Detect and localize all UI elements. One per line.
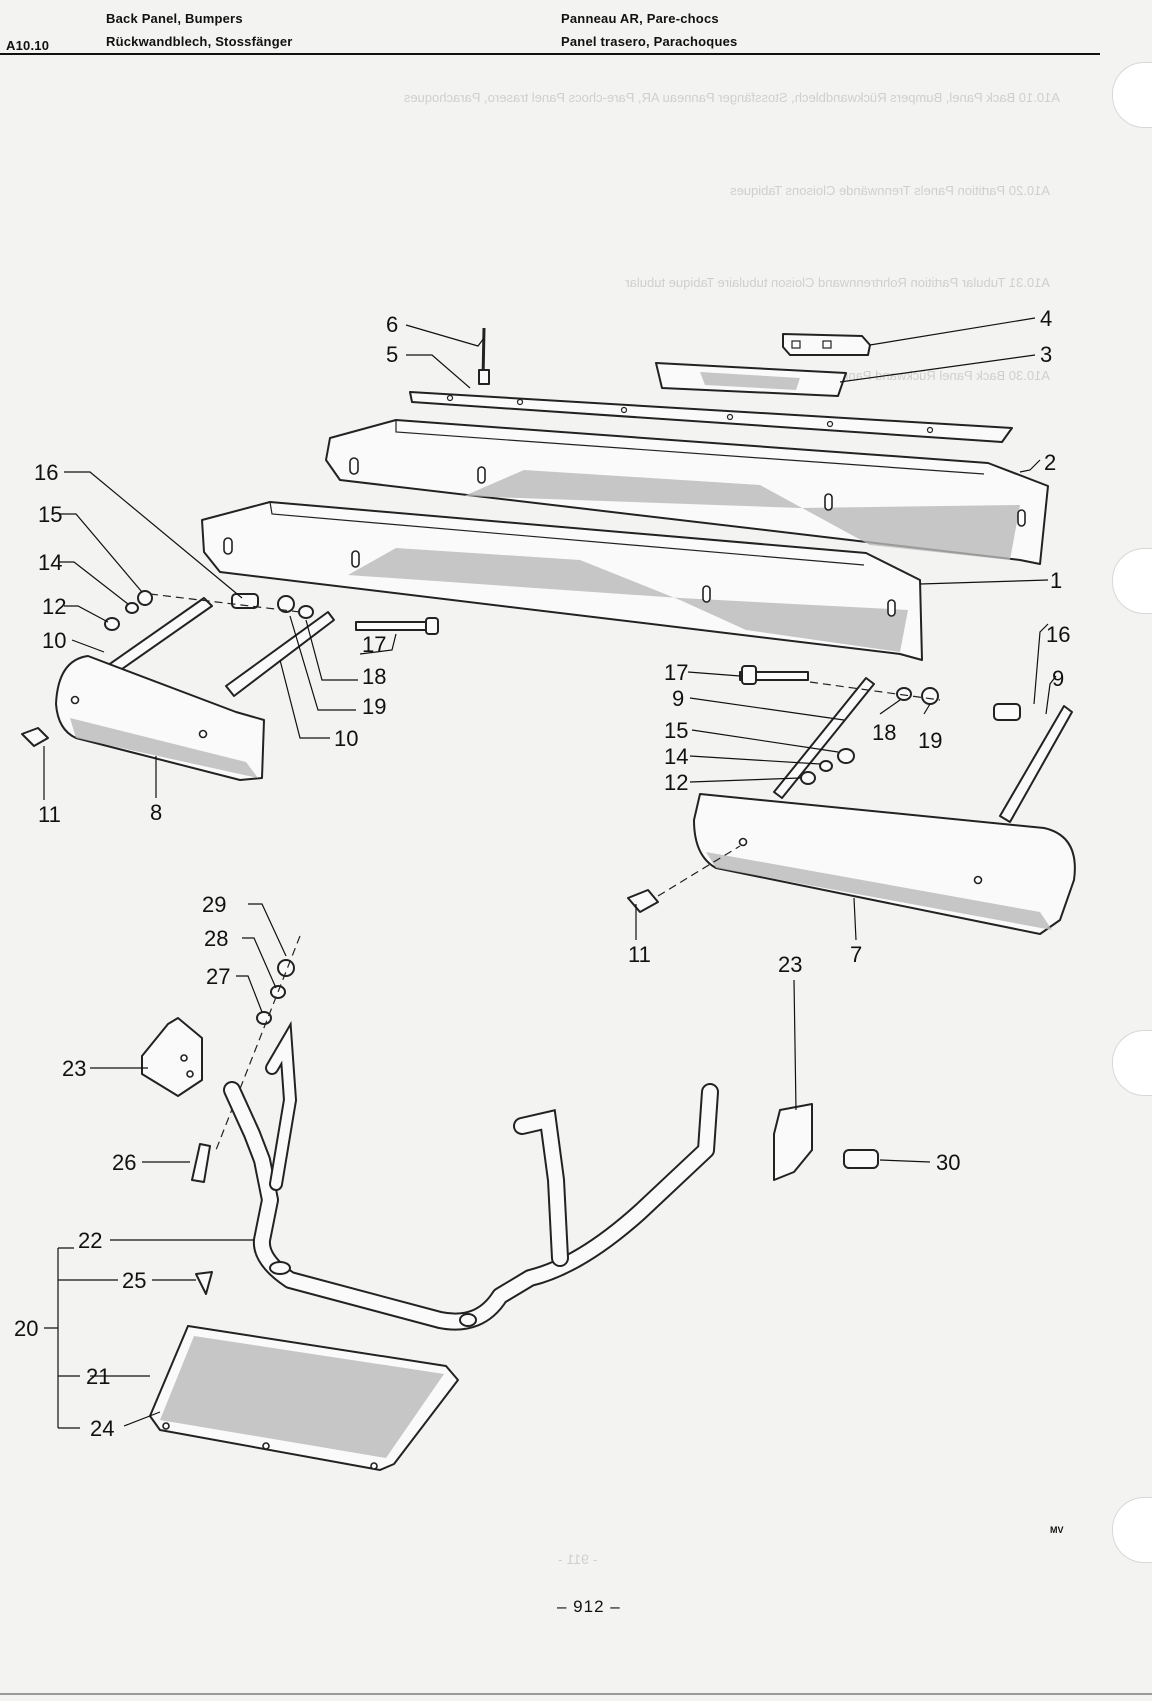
title-english: Back Panel, Bumpers xyxy=(106,11,243,26)
section-code: A10.10 xyxy=(6,38,50,53)
callout-1: 1 xyxy=(1050,568,1062,593)
part-9-right-bracket-front xyxy=(773,677,875,799)
header-rule xyxy=(0,53,1100,55)
bottom-edge xyxy=(0,1693,1152,1695)
part-12-washer xyxy=(104,617,120,631)
callout-23-left: 23 xyxy=(62,1056,86,1081)
callout-19-right: 19 xyxy=(918,728,942,753)
callout-15-right: 15 xyxy=(664,718,688,743)
callout-12-right: 12 xyxy=(664,770,688,795)
part-17-bolt xyxy=(355,617,439,635)
part-10-left-bracket-front xyxy=(103,597,213,677)
title-spanish: Panel trasero, Parachoques xyxy=(561,34,738,49)
callout-14: 14 xyxy=(38,550,62,575)
callout-5: 5 xyxy=(386,342,398,367)
callout-23-right: 23 xyxy=(778,952,802,977)
callout-15: 15 xyxy=(38,502,62,527)
callout-11-right: 11 xyxy=(628,942,651,967)
part-19-right-nut xyxy=(921,687,939,705)
part-16-bolt xyxy=(231,593,259,609)
part-15-right-nut xyxy=(837,748,855,764)
callout-leaders xyxy=(43,317,1057,1429)
callout-14-right: 14 xyxy=(664,744,688,769)
part-7-right-bumper xyxy=(693,793,1076,935)
part-1-back-panel-lower xyxy=(201,501,923,661)
callout-4: 4 xyxy=(1040,306,1052,331)
callout-17: 17 xyxy=(362,632,386,657)
part-3-plate xyxy=(655,362,847,397)
part-8-left-bumper xyxy=(55,655,265,781)
callout-labels: 6 5 4 3 2 1 16 15 14 12 10 17 18 19 10 1… xyxy=(14,306,1070,1441)
callout-18: 18 xyxy=(362,664,386,689)
part-27-washer xyxy=(256,1011,272,1025)
callout-20: 20 xyxy=(14,1316,38,1341)
callout-27: 27 xyxy=(206,964,230,989)
part-6-stud xyxy=(478,327,490,385)
callout-30: 30 xyxy=(936,1150,960,1175)
part-18-right-washer xyxy=(896,687,912,701)
callout-7: 7 xyxy=(850,942,862,967)
callout-19: 19 xyxy=(362,694,386,719)
part-25-screw xyxy=(195,1271,213,1295)
part-18-washer xyxy=(298,605,314,619)
callout-2: 2 xyxy=(1044,450,1056,475)
callout-9-right-rear: 9 xyxy=(1052,666,1064,691)
callout-26: 26 xyxy=(112,1150,136,1175)
callout-6: 6 xyxy=(386,312,398,337)
callout-21: 21 xyxy=(86,1364,110,1389)
callout-9-right-front: 9 xyxy=(672,686,684,711)
title-french: Panneau AR, Pare-chocs xyxy=(561,11,719,26)
callout-11: 11 xyxy=(38,802,61,827)
callout-22: 22 xyxy=(78,1228,102,1253)
callout-24: 24 xyxy=(90,1416,114,1441)
title-german: Rückwandblech, Stossfänger xyxy=(106,34,293,49)
callout-16: 16 xyxy=(34,460,58,485)
part-28-washer xyxy=(270,985,286,999)
part-23-right-bracket xyxy=(773,1103,813,1181)
part-14-right-lockwasher xyxy=(819,760,833,772)
part-2-back-panel-upper xyxy=(325,419,1049,565)
part-11-right-bolt xyxy=(627,889,659,913)
callout-10-rear: 10 xyxy=(334,726,358,751)
callout-16-right: 16 xyxy=(1046,622,1070,647)
callout-25: 25 xyxy=(122,1268,146,1293)
part-5-rail xyxy=(409,391,1013,443)
part-15-nut xyxy=(137,590,153,606)
part-21-step-plate xyxy=(149,1325,459,1471)
part-23-left-bracket xyxy=(141,1017,203,1097)
part-14-lockwasher xyxy=(125,602,139,614)
artist-mark: MV xyxy=(1050,1525,1064,1535)
callout-3: 3 xyxy=(1040,342,1052,367)
part-22-step-frame xyxy=(223,1020,719,1331)
part-26-bolt xyxy=(191,1143,211,1183)
callout-18-right: 18 xyxy=(872,720,896,745)
callout-29: 29 xyxy=(202,892,226,917)
page-number: – 912 – xyxy=(557,1597,621,1616)
callout-12: 12 xyxy=(42,594,66,619)
part-17-right-bolt xyxy=(739,665,809,685)
part-19-nut xyxy=(277,595,295,613)
part-9-right-bracket-rear xyxy=(999,705,1073,823)
part-10-left-bracket-rear xyxy=(225,611,335,697)
part-29-nut xyxy=(277,959,295,977)
callout-17-right: 17 xyxy=(664,660,688,685)
callout-8: 8 xyxy=(150,800,162,825)
part-30-bolt xyxy=(843,1149,879,1169)
part-11-left-bolt xyxy=(21,727,49,747)
part-12-right-washer xyxy=(800,771,816,785)
part-16-right-bolt xyxy=(993,703,1021,721)
callout-10: 10 xyxy=(42,628,66,653)
part-4-bracket xyxy=(782,333,871,356)
callout-28: 28 xyxy=(204,926,228,951)
